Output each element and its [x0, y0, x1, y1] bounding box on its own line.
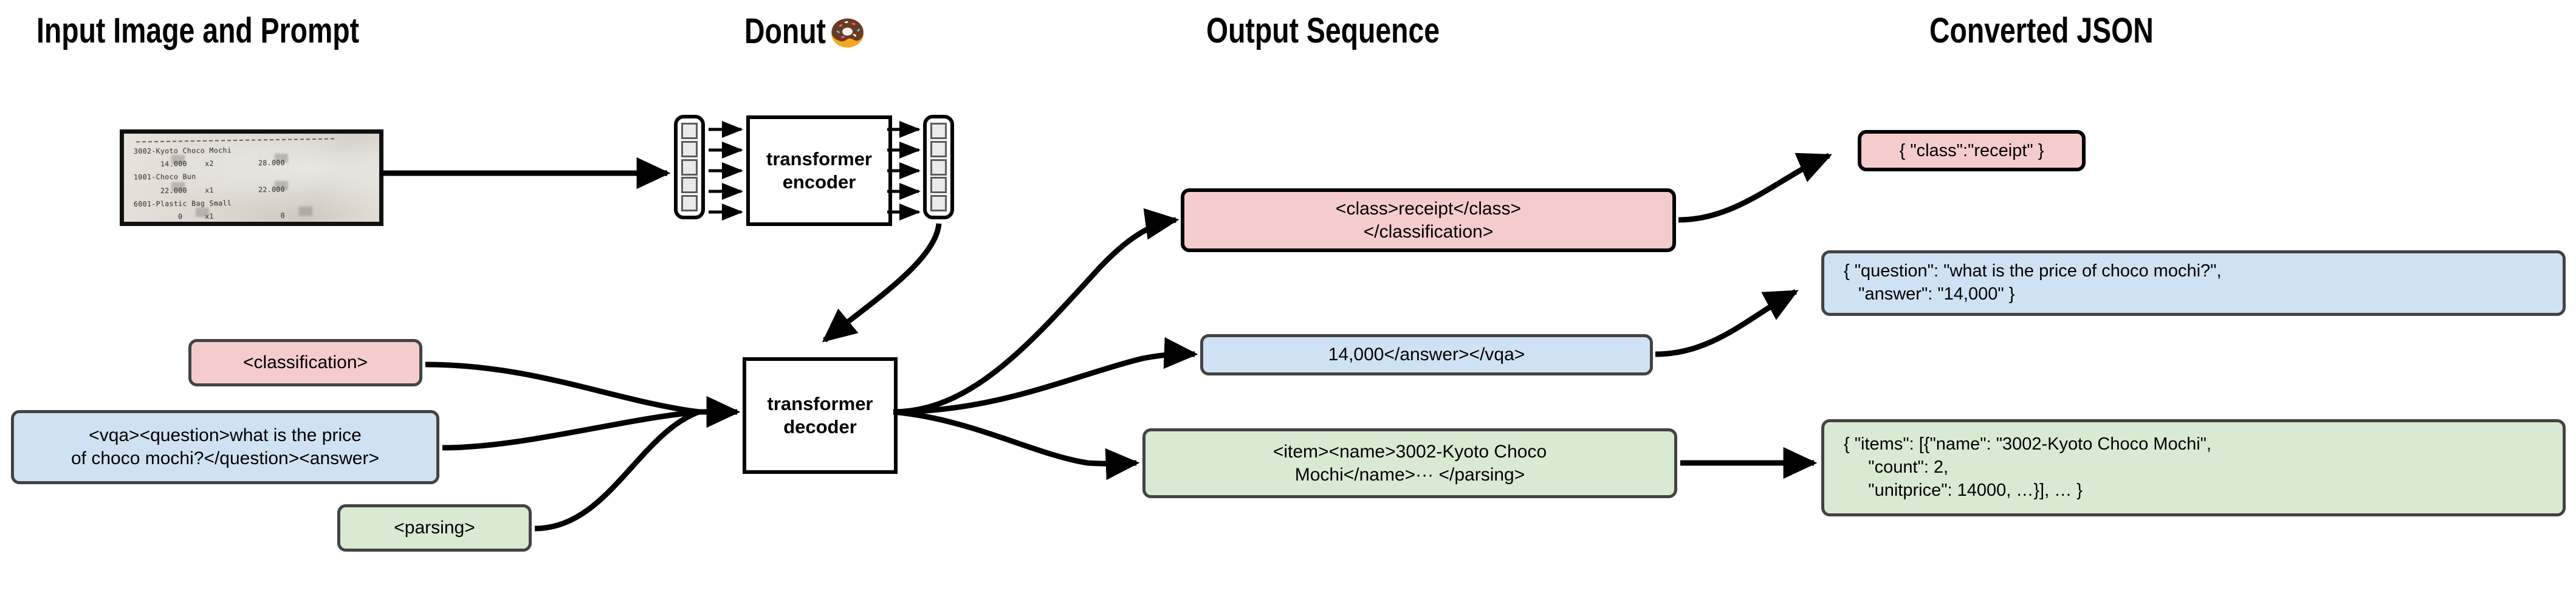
converted-json-parsing-box: { "items": [{"name": "3002-Kyoto Choco M… — [1821, 419, 2566, 516]
header-donut-label: Donut — [744, 12, 826, 51]
output-sequence-classification-box: <class>receipt</class> </classification> — [1181, 188, 1676, 252]
input-receipt-image: 3002-Kyoto Choco Mochi 14.000 x2 28.000 … — [120, 129, 383, 226]
token-cell — [681, 140, 698, 157]
receipt-paper-texture — [124, 134, 379, 222]
converted-json-classification-box: { "class":"receipt" } — [1858, 130, 2086, 171]
token-cell — [681, 177, 698, 194]
header-converted-json: Converted JSON — [1929, 11, 2154, 50]
token-cell — [930, 140, 947, 157]
receipt-redaction — [171, 155, 185, 164]
arrow-output-to-json-classification — [1678, 152, 1832, 223]
token-cell — [681, 195, 698, 211]
wire-parsing-prompt — [534, 409, 700, 532]
receipt-redaction — [171, 182, 185, 191]
header-donut: Donut — [744, 12, 865, 51]
json-classification-text: { "class":"receipt" } — [1899, 140, 2044, 160]
wire-classification-prompt — [425, 361, 699, 415]
receipt-redaction — [299, 207, 312, 216]
receipt-line: 14.000 x2 28.000 — [133, 158, 286, 169]
receipt-line: 3002-Kyoto Choco Mochi — [133, 146, 232, 156]
receipt-line: 22.000 x1 22.000 — [133, 185, 286, 196]
token-cell — [930, 123, 947, 139]
receipt-redaction — [275, 154, 288, 163]
arrow-decoder-to-output-parsing — [893, 409, 1140, 481]
prompt-parsing-box: <parsing> — [337, 504, 532, 552]
wire-vqa-prompt — [442, 409, 699, 451]
transformer-encoder-block: transformer encoder — [746, 115, 892, 226]
receipt-line: 1001-Choco Bun — [133, 172, 196, 182]
output-sequence-vqa-box: 14,000</answer></vqa> — [1200, 334, 1653, 375]
receipt-line: 6001-Plastic Bag Small — [133, 199, 232, 208]
header-input-image-and-prompt: Input Image and Prompt — [36, 11, 360, 50]
arrow-encoder-memory-to-decoder — [822, 223, 942, 343]
token-cell — [681, 123, 698, 139]
header-output-sequence: Output Sequence — [1206, 11, 1440, 50]
arrows-tokens-into-encoder — [709, 120, 743, 221]
encoder-input-token-stack — [674, 115, 705, 219]
transformer-decoder-block: transformer decoder — [743, 357, 898, 474]
token-cell — [930, 195, 947, 211]
arrow-decoder-to-output-classification — [893, 208, 1180, 415]
token-cell — [930, 159, 947, 176]
converted-json-vqa-box: { "question": "what is the price of choc… — [1821, 250, 2566, 316]
encoder-output-token-stack — [923, 115, 954, 219]
json-parsing-text: { "items": [{"name": "3002-Kyoto Choco M… — [1844, 434, 2211, 500]
arrow-output-to-json-vqa — [1655, 289, 1799, 357]
arrow-decoder-to-output-vqa — [893, 337, 1198, 415]
token-cell — [930, 177, 947, 194]
token-cell — [681, 159, 698, 176]
prompt-vqa-box: <vqa><question>what is the price of choc… — [11, 410, 439, 484]
receipt-line: 0 x1 0 — [133, 211, 286, 222]
receipt-redaction — [196, 208, 209, 217]
donut-icon — [829, 13, 865, 50]
json-vqa-text: { "question": "what is the price of choc… — [1844, 261, 2222, 304]
prompt-classification-box: <classification> — [188, 339, 422, 386]
receipt-redaction — [275, 181, 288, 190]
output-sequence-parsing-box: <item><name>3002-Kyoto Choco Mochi</name… — [1142, 428, 1677, 498]
